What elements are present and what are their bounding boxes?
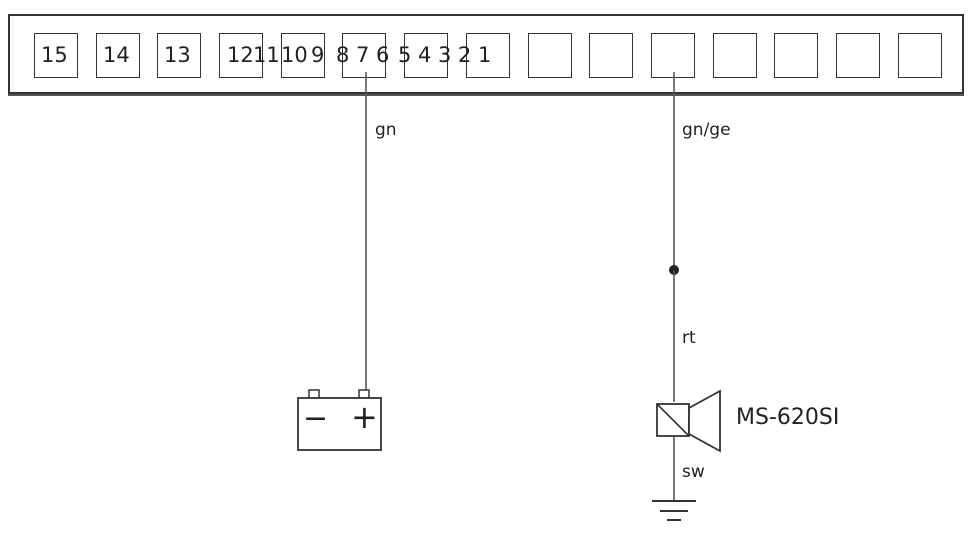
pin-box-empty-2 [589,33,633,78]
pin-number: 7 [356,43,370,67]
wire-label-gn: gn [375,120,397,140]
pin-box-empty-1 [528,33,572,78]
pin-box-empty-7 [898,33,942,78]
pin-number: 12 [227,43,254,67]
pin-number: 4 [418,43,432,67]
ground-icon [652,500,696,521]
battery-minus-label: − [303,401,329,436]
pin-number: 10 [281,43,308,67]
pin-number: 6 [376,43,390,67]
pin-box-14 [96,33,140,78]
wire-label-gn-ge: gn/ge [682,120,731,140]
pin-box-15 [34,33,78,78]
wire-label-rt: rt [682,328,696,348]
pin-box-empty-3 [651,33,695,78]
pin-number: 5 [398,43,412,67]
pin-number: 13 [164,43,191,67]
pin-number: 15 [41,43,68,67]
pin-number: 9 [311,43,325,67]
pin-number: 2 [458,43,472,67]
battery-plus-label: + [351,398,378,436]
wire-label-sw: sw [682,462,705,482]
pin-number: 8 [336,43,350,67]
pin-box-empty-6 [836,33,880,78]
pin-box-8-7 [342,33,386,78]
pin-box-10 [281,33,325,78]
siren-model-label: MS-620SI [736,405,840,430]
pin-number: 11 [253,43,280,67]
pin-number: 3 [438,43,452,67]
pin-box-12-11 [219,33,263,78]
siren-icon [656,389,721,453]
pin-box-5-4-3 [404,33,448,78]
pin-number: 14 [103,43,130,67]
pin-box-2-1 [466,33,510,78]
pin-box-13 [157,33,201,78]
pin-box-empty-4 [713,33,757,78]
pin-number: 1 [478,43,492,67]
pin-box-empty-5 [774,33,818,78]
battery-icon [297,389,382,451]
